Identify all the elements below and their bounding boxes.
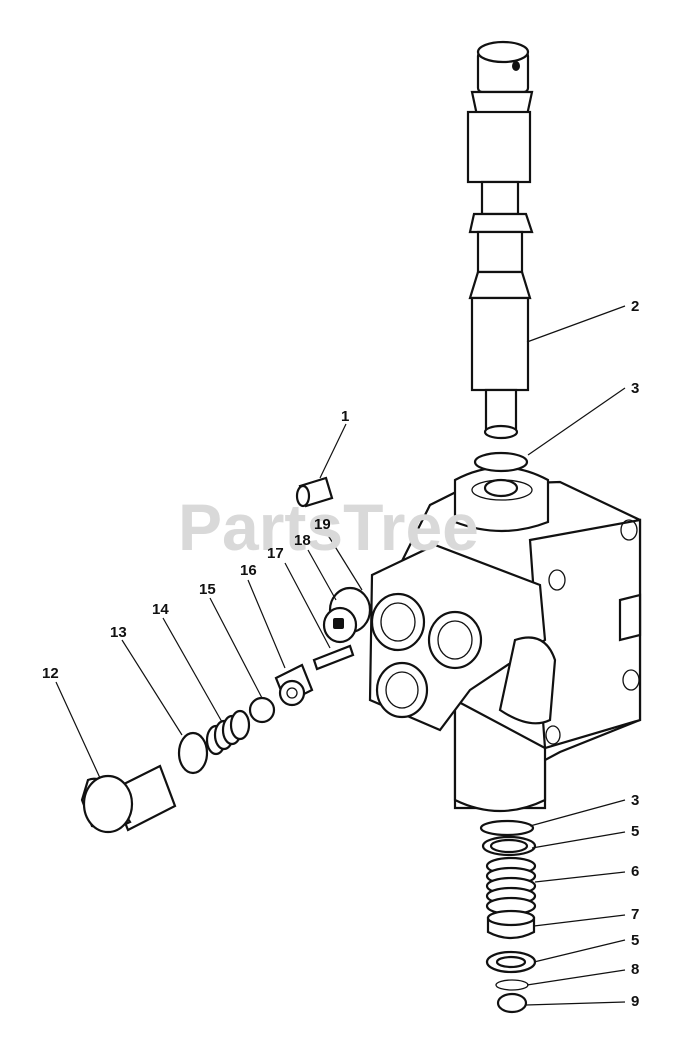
callout-2: 2 [631,298,639,315]
valve-body [368,466,642,813]
callout-5-upper: 5 [631,823,639,840]
callout-19: 19 [314,516,331,533]
relief-valve-parts [80,476,372,834]
callout-7: 7 [631,906,639,923]
callout-9: 9 [631,993,639,1010]
spring-part-6 [485,856,537,916]
leader-lines [55,305,626,1006]
watermark-text: PartsTree [178,490,479,564]
callout-1: 1 [341,408,349,425]
callout-8: 8 [631,961,639,978]
lower-spring-stack [479,819,537,1014]
callout-17: 17 [267,545,284,562]
o-ring-part-3-upper [473,451,529,498]
valve-spool-part-2 [466,40,534,440]
callout-5-lower: 5 [631,932,639,949]
callout-16: 16 [240,562,257,579]
callout-6: 6 [631,863,639,880]
callout-3-lower: 3 [631,792,639,809]
callout-18: 18 [294,532,311,549]
callout-3-upper: 3 [631,380,639,397]
callout-14: 14 [152,601,169,618]
callout-15: 15 [199,581,216,598]
callout-13: 13 [110,624,127,641]
spring-part-14 [205,709,251,756]
callout-12: 12 [42,665,59,682]
callout-labels: 1 2 3 3 5 6 7 5 8 9 12 13 14 15 16 17 18… [42,298,639,1010]
